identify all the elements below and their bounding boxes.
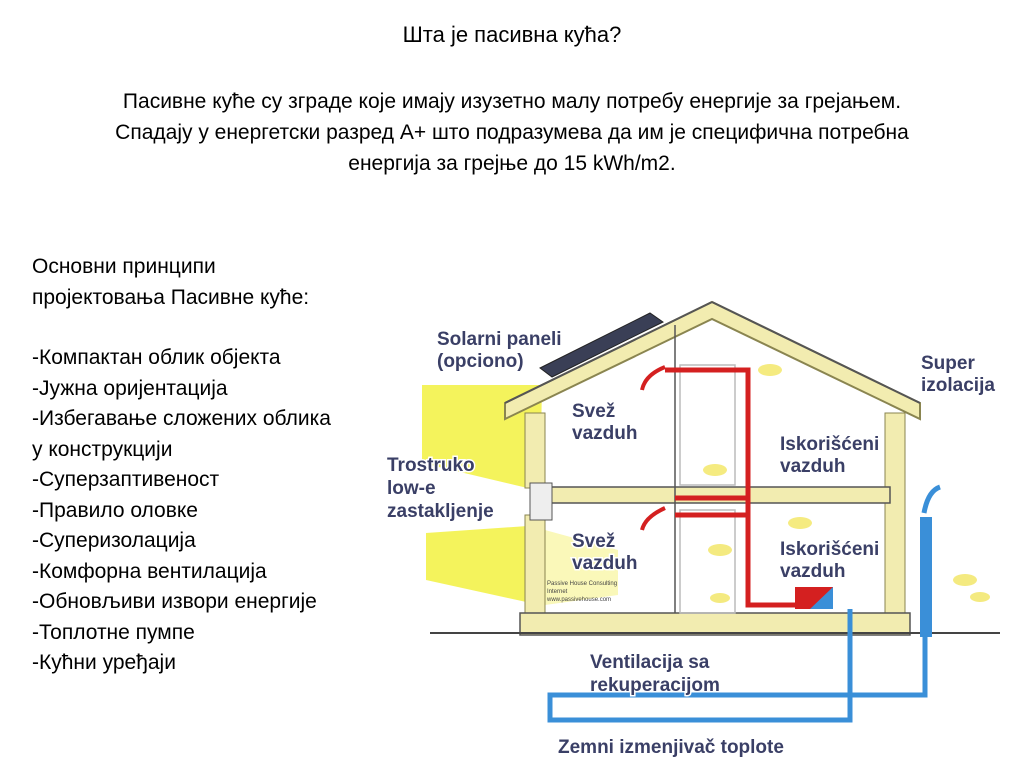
principles-heading-line: Основни принципи [32, 255, 216, 278]
label-fresh-air-upper: Svež vazduh [572, 401, 637, 444]
warm-air-arrows [640, 365, 666, 531]
label-fresh-air-lower: Svež vazduh [572, 531, 637, 574]
label-used-air-lower: Iskorišćeni vazduh [780, 539, 885, 582]
interior-door-upper [679, 364, 736, 486]
intro-line: енергија за грејње до 15 kWh/m2. [348, 152, 676, 175]
page-title: Шта је пасивна кућа? [402, 22, 622, 47]
air-intake-stack [920, 517, 932, 637]
middle-floor [534, 486, 891, 504]
label-super-insulation: Super izolacija [921, 353, 995, 396]
label-solar-panels: Solarni paneli (opciono) [437, 329, 567, 372]
principle-item: -Јужна оријентација [32, 376, 228, 400]
label-ground-exchanger: Zemni izmenjivač toplote [558, 737, 784, 758]
left-wall-upper [524, 412, 546, 489]
warm-air-duct [665, 367, 795, 608]
principle-item: -Избегавање сложених облика [32, 407, 331, 430]
window-frame [529, 482, 553, 521]
principle-item: -Топлотне пумпе [32, 620, 195, 644]
principle-item: -Комфорна вентилација [32, 559, 267, 583]
principles-heading: Основни принципи пројектовања Пасивне ку… [32, 252, 412, 313]
intro-paragraph: Пасивне куће су зграде које имају изузет… [20, 86, 1004, 179]
right-wall [884, 412, 906, 616]
sunlight-on-floor [545, 530, 618, 605]
sunlight-beam-lower [426, 525, 542, 605]
left-wall-lower [524, 514, 546, 616]
principle-item: -Кућни уређаји [32, 651, 176, 674]
watermark: Passive House Consulting Internet www.pa… [546, 581, 619, 603]
principle-item: -Суперзаптивеност [32, 468, 220, 491]
principles-heading-line: пројектовања Пасивне куће: [32, 285, 310, 309]
label-ventilation: Ventilacija sa rekuperacijom [590, 652, 720, 696]
principle-item: -Обновљиви извори енергије [32, 590, 317, 613]
air-intake-arrow [921, 484, 941, 514]
roof-edge-right [711, 301, 921, 404]
principle-item: -Компактан облик објекта [32, 346, 281, 369]
passive-house-diagram: Solarni paneli (opciono) Super izolacija… [386, 300, 1000, 760]
heat-recovery-unit-blue [810, 587, 833, 609]
roof-edge-left [504, 301, 713, 404]
airflow-markers [703, 364, 990, 603]
principle-item: -Правило оловке [32, 498, 198, 522]
interior-door-lower [679, 509, 736, 614]
principle-item: у конструкцији [32, 437, 173, 461]
principles-list: Основни принципи пројектовања Пасивне ку… [32, 252, 412, 679]
cold-air-duct [547, 520, 928, 723]
label-used-air-upper: Iskorišćeni vazduh [780, 434, 885, 477]
label-glazing: Trostruko low-e zastakljenje [387, 455, 494, 522]
intro-line: Спадају у енергетски разред А+ што подра… [115, 121, 909, 144]
solar-panel [539, 312, 664, 378]
principle-item: -Суперизолација [32, 529, 196, 552]
intro-line: Пасивне куће су зграде које имају изузет… [122, 90, 902, 113]
